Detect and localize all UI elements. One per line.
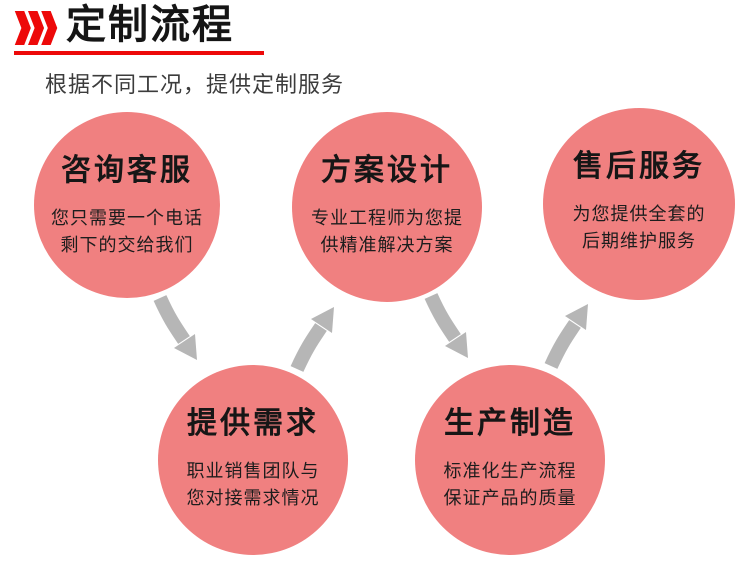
- step-description: 您只需要一个电话 剩下的交给我们: [34, 205, 220, 259]
- arrow-down-right-icon: [153, 295, 197, 360]
- step-desc-line: 保证产品的质量: [443, 488, 577, 508]
- triple-chevron-right-icon: [14, 11, 58, 45]
- step-desc-line: 您对接需求情况: [186, 488, 320, 508]
- step-description: 职业销售团队与 您对接需求情况: [158, 458, 348, 512]
- step-circle-after-sales: 售后服务 为您提供全套的 后期维护服务: [543, 108, 735, 300]
- step-desc-line: 为您提供全套的: [572, 204, 706, 224]
- step-desc-line: 标准化生产流程: [443, 461, 577, 481]
- step-title: 生产制造: [444, 407, 576, 440]
- step-desc-line: 剩下的交给我们: [60, 235, 194, 255]
- step-circle-manufacturing: 生产制造 标准化生产流程 保证产品的质量: [415, 365, 605, 555]
- step-desc-line: 专业工程师为您提: [311, 208, 463, 228]
- step-description: 专业工程师为您提 供精准解决方案: [292, 205, 482, 259]
- step-circle-solution-design: 方案设计 专业工程师为您提 供精准解决方案: [292, 112, 482, 302]
- step-circle-consult-service: 咨询客服 您只需要一个电话 剩下的交给我们: [34, 112, 220, 298]
- step-circle-provide-requirements: 提供需求 职业销售团队与 您对接需求情况: [158, 365, 348, 555]
- section-subtitle: 根据不同工况，提供定制服务: [45, 72, 345, 97]
- step-title: 方案设计: [321, 154, 453, 187]
- arrow-up-right-icon: [544, 304, 588, 369]
- step-title: 咨询客服: [61, 154, 193, 187]
- step-description: 标准化生产流程 保证产品的质量: [415, 458, 605, 512]
- step-desc-line: 您只需要一个电话: [51, 208, 203, 228]
- step-desc-line: 职业销售团队与: [186, 461, 320, 481]
- title-underline: [14, 51, 264, 55]
- step-description: 为您提供全套的 后期维护服务: [543, 201, 735, 255]
- step-desc-line: 后期维护服务: [582, 231, 696, 251]
- step-title: 售后服务: [573, 150, 705, 183]
- arrow-up-right-icon: [290, 307, 334, 372]
- arrow-down-right-icon: [424, 293, 468, 358]
- step-title: 提供需求: [187, 407, 319, 440]
- section-title: 定制流程: [66, 3, 234, 47]
- step-desc-line: 供精准解决方案: [320, 235, 454, 255]
